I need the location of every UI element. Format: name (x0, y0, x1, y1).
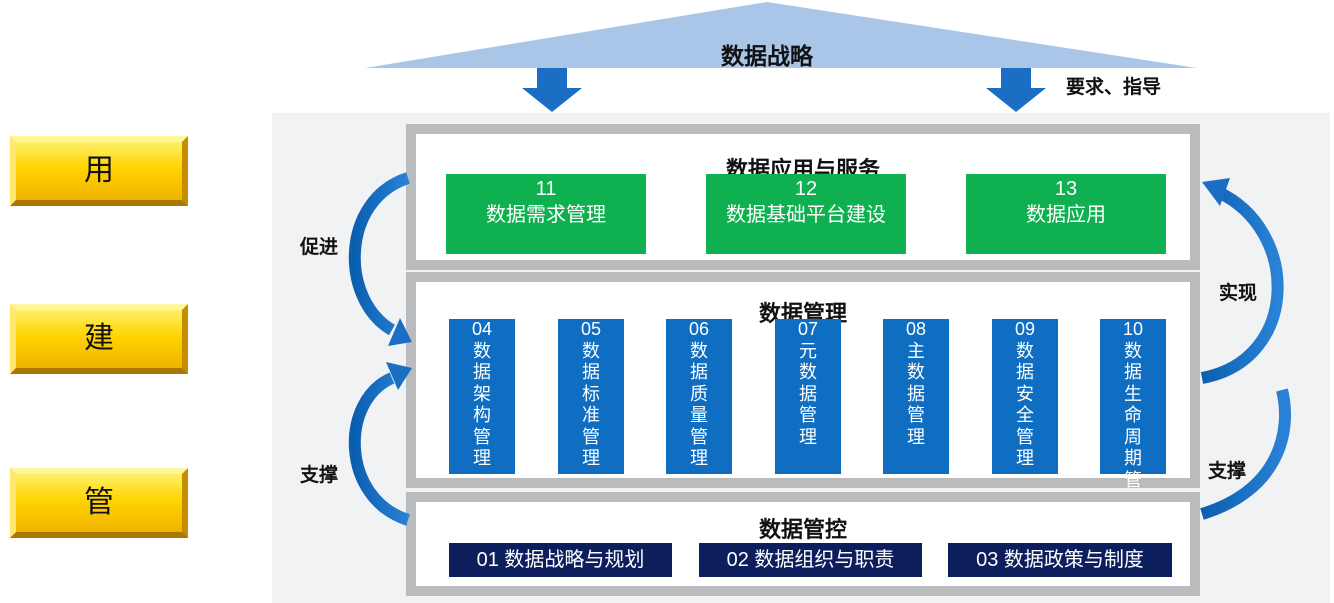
app-box-number: 11 (535, 178, 557, 200)
app-box-label: 数据基础平台建设 (726, 204, 886, 226)
side-button-use: 用 (10, 136, 188, 206)
down-arrow-icon (986, 68, 1046, 112)
arrow-head-icon (1202, 178, 1230, 206)
support-label-right: 支撑 (1208, 461, 1247, 482)
side-button-manage: 管 (10, 468, 188, 538)
arrow-head-icon (388, 318, 412, 346)
support-arrow-left (348, 372, 411, 526)
app-box-12: 12 数据基础平台建设 (706, 174, 906, 254)
support-arrow-right (1200, 388, 1291, 520)
control-box-01: 01 数据战略与规划 (449, 543, 672, 577)
side-button-build: 建 (10, 304, 188, 374)
realize-arrow (1200, 186, 1284, 384)
app-box-number: 13 (1054, 178, 1078, 200)
strategy-title: 数据战略 (721, 43, 813, 69)
realize-label: 实现 (1219, 283, 1258, 304)
support-label-left: 支撑 (300, 465, 339, 486)
app-box-11: 11 数据需求管理 (446, 174, 646, 254)
down-arrow-icon (522, 68, 582, 112)
mgmt-column-10: 10数据生命周期管理 (1100, 319, 1166, 511)
strategy-roof (365, 2, 1197, 112)
app-box-label: 数据应用 (1026, 204, 1106, 226)
control-box-02: 02 数据组织与职责 (699, 543, 922, 577)
app-box-label: 数据需求管理 (486, 204, 606, 226)
app-box-13: 13 数据应用 (966, 174, 1166, 254)
guide-label: 要求、指导 (1066, 77, 1162, 98)
arrow-head-icon (386, 362, 412, 390)
promote-arrow (348, 172, 411, 336)
app-box-number: 12 (794, 178, 818, 200)
promote-label: 促进 (300, 237, 339, 258)
control-box-03: 03 数据政策与制度 (948, 543, 1172, 577)
row-title-control: 数据管控 (758, 517, 847, 542)
